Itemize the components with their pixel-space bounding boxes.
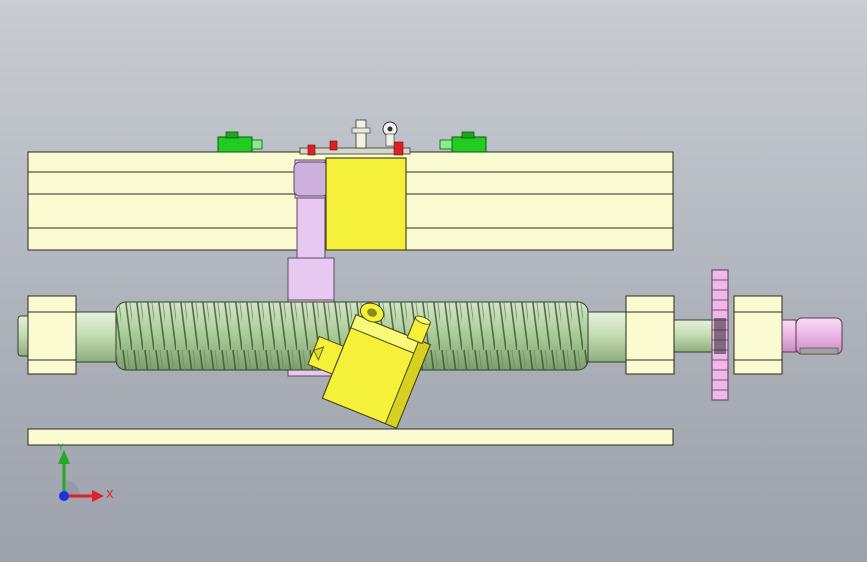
left-bearing-block[interactable] [27,295,77,375]
top-carriage-block[interactable] [325,157,407,251]
x-axis-label: X [106,488,114,501]
coordinate-triad: Y X [57,443,114,502]
origin-point-icon [59,491,69,501]
y-axis-label: Y [57,443,64,453]
top-clamp-assembly[interactable] [299,119,411,156]
right-limit-sensor[interactable] [439,131,487,153]
output-shaft[interactable] [781,317,843,355]
left-limit-sensor[interactable] [217,131,263,153]
lead-screw[interactable] [17,301,713,371]
screw-nut-block[interactable] [298,284,439,429]
bottom-plate[interactable] [27,428,674,446]
right-bearing-block[interactable] [625,295,675,375]
end-bearing-block[interactable] [733,295,783,375]
y-axis-arrow-icon [58,450,70,496]
drive-gear[interactable] [711,269,729,401]
